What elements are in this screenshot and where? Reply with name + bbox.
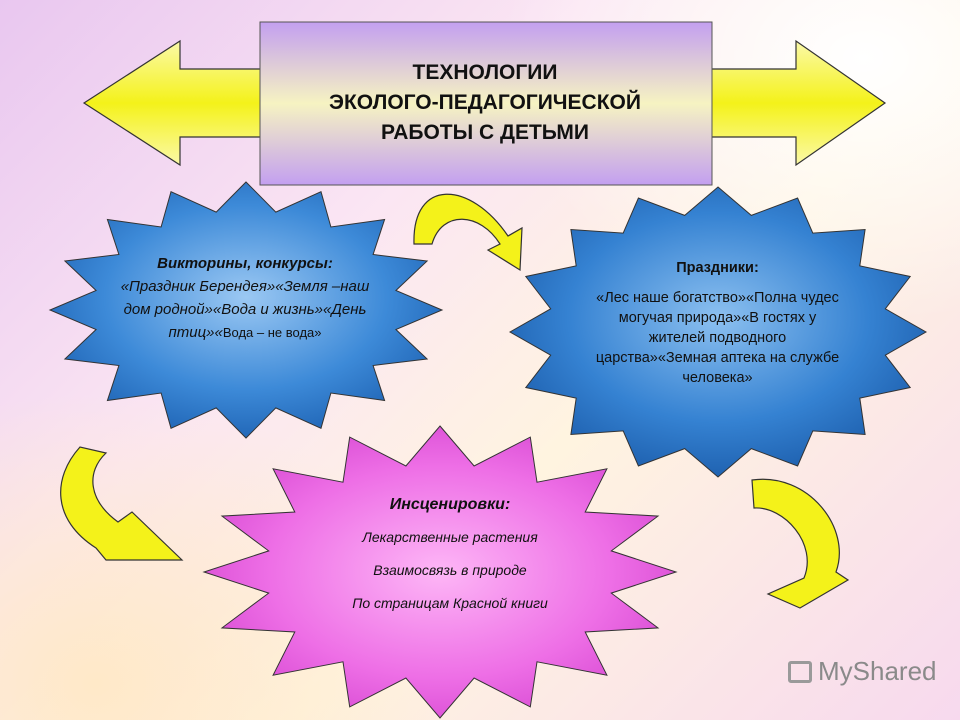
logo-text: MyShared bbox=[818, 656, 937, 686]
quizzes-tail: Вода – не вода» bbox=[222, 325, 322, 340]
staging-starburst bbox=[202, 425, 678, 719]
title-line-2: ЭКОЛОГО-ПЕДАГОГИЧЕСКОЙ bbox=[329, 91, 641, 114]
holidays-text: Праздники: «Лес наше богатство»«Полна чу… bbox=[590, 258, 845, 388]
myshared-logo[interactable]: MyShared bbox=[788, 656, 937, 687]
curved-arrow-top bbox=[413, 193, 523, 272]
quizzes-text: Викторины, конкурсы: «Праздник Берендея»… bbox=[120, 252, 370, 344]
quizzes-body: «Праздник Берендея»«Земля –наш дом родно… bbox=[120, 278, 370, 341]
holidays-starburst bbox=[508, 186, 928, 478]
presentation-icon bbox=[788, 660, 812, 683]
staging-heading: Инсценировки: bbox=[389, 496, 511, 513]
title-line-1: ТЕХНОЛОГИИ bbox=[412, 61, 558, 84]
title-line-3: РАБОТЫ С ДЕТЬМИ bbox=[381, 121, 589, 144]
staging-item-2: Взаимосвязь в природе bbox=[373, 562, 527, 578]
staging-item-3: По страницам Красной книги bbox=[352, 595, 548, 611]
curved-arrow-right bbox=[751, 478, 850, 609]
staging-text: Инсценировки: Лекарственные растения Вза… bbox=[300, 496, 600, 627]
curved-arrow-left bbox=[60, 446, 184, 561]
diagram-title: ТЕХНОЛОГИИ ЭКОЛОГО-ПЕДАГОГИЧЕСКОЙ РАБОТЫ… bbox=[265, 58, 705, 148]
title-box bbox=[259, 21, 713, 186]
holidays-body: «Лес наше богатство»«Полна чудес могучая… bbox=[595, 290, 840, 386]
quizzes-starburst bbox=[48, 181, 444, 439]
holidays-heading: Праздники: bbox=[676, 260, 759, 276]
quizzes-heading: Викторины, конкурсы: bbox=[157, 255, 333, 272]
staging-item-1: Лекарственные растения bbox=[362, 529, 538, 545]
